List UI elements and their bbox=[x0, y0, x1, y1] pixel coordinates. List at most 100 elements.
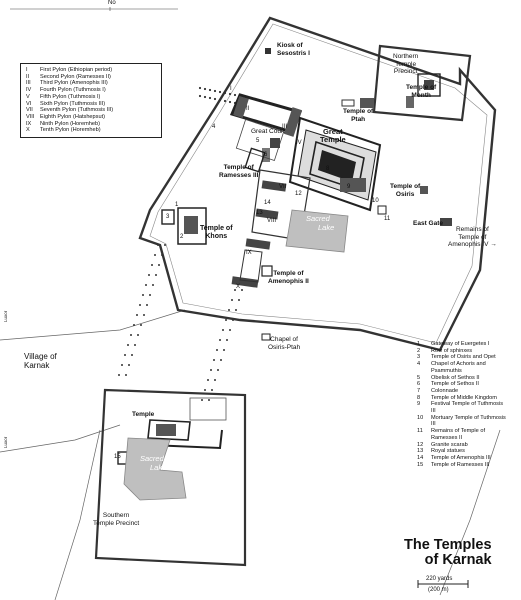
number-key-key bbox=[417, 368, 431, 375]
number-key-row: 14 Temple of Amenophis III bbox=[417, 455, 517, 462]
marker-15: 15 bbox=[114, 454, 121, 460]
temple-of-khons bbox=[161, 207, 207, 245]
number-key-row: Psammuthis bbox=[417, 368, 517, 375]
pylon-i: I bbox=[230, 86, 232, 92]
pylon-key-row: IV Fourth Pylon (Tuthmosis I) bbox=[26, 87, 156, 94]
marker-2: 2 bbox=[180, 234, 184, 240]
pylon-key-key: I bbox=[26, 67, 28, 73]
scale-bar bbox=[417, 580, 469, 588]
temple-of-ptah bbox=[360, 98, 374, 108]
pylon-x: X bbox=[236, 284, 241, 290]
number-key-key: 5 bbox=[417, 374, 421, 381]
roads bbox=[0, 309, 501, 600]
southern-precinct-wall bbox=[94, 388, 247, 567]
marker-3: 3 bbox=[166, 214, 170, 220]
pylon-key-value: Tenth Pylon (Horemheb) bbox=[40, 127, 101, 134]
number-key-key bbox=[417, 435, 431, 442]
pylon-key-value: Sixth Pylon (Tuthmosis III) bbox=[40, 100, 106, 107]
number-key-value: Royal statues bbox=[431, 448, 465, 455]
scale-metres: (200 m) bbox=[428, 587, 449, 593]
number-key-key: 8 bbox=[417, 394, 421, 401]
pylon-key-key: VIII bbox=[26, 113, 35, 120]
number-key-row: 2 Row of sphinxes bbox=[417, 348, 517, 355]
number-key-value: Obelisk of Sethos II bbox=[431, 374, 480, 381]
pylon-ii: II bbox=[246, 106, 250, 112]
number-key-key bbox=[417, 408, 431, 415]
amun-precinct-wall bbox=[138, 16, 497, 352]
scale-yards: 220 yards bbox=[426, 576, 453, 582]
number-key-row: 5 Obelisk of Sethos II bbox=[417, 375, 517, 382]
number-key-key: 13 bbox=[417, 448, 424, 455]
great-temple bbox=[229, 93, 382, 212]
number-key-key: 3 bbox=[417, 354, 421, 361]
pylon-key-row: III Third Pylon (Amenophis III) bbox=[26, 80, 156, 87]
pylon-key-row: X Tenth Pylon (Horemheb) bbox=[26, 127, 156, 134]
number-key-value: Remains of Temple of bbox=[431, 428, 485, 435]
number-key-key: 9 bbox=[417, 401, 421, 408]
marker-11: 11 bbox=[384, 216, 391, 222]
number-key-key: 14 bbox=[417, 454, 424, 461]
number-key-value: Gateway of Euergetes I bbox=[431, 341, 490, 347]
number-key-row: III bbox=[417, 421, 517, 428]
kiosk-sesostris bbox=[265, 48, 271, 54]
pylon-key-value: Fourth Pylon (Tuthmosis I) bbox=[40, 87, 106, 94]
number-key-value: Temple of Amenophis III bbox=[431, 454, 491, 461]
pylon-key-key: X bbox=[26, 127, 30, 134]
pylon-key-key: V bbox=[26, 93, 30, 100]
number-key-row: 3 Temple of Osiris and Opet bbox=[417, 354, 517, 361]
pylon-key-key: III bbox=[26, 80, 31, 87]
pylon-key-key: VI bbox=[26, 100, 32, 107]
pylon-key-value: Seventh Pylon (Tuthmosis III) bbox=[40, 107, 114, 114]
pylon-iii: III bbox=[282, 124, 288, 130]
southern-temple bbox=[117, 397, 227, 465]
pylon-key-value: Second Pylon (Ramesses II) bbox=[40, 73, 111, 80]
number-key-value: Temple of Sethos II bbox=[431, 381, 479, 388]
marker-8: 8 bbox=[326, 166, 330, 172]
label-road-luxor-1: Luxor bbox=[3, 310, 8, 322]
marker-1: 1 bbox=[175, 202, 179, 208]
number-key-value: Festival Temple of Tuthmosis bbox=[431, 401, 504, 408]
number-key-key: 4 bbox=[417, 361, 421, 368]
pylon-ix: IX bbox=[246, 250, 252, 256]
number-key-row: 13 Royal statues bbox=[417, 448, 517, 455]
marker-6: 6 bbox=[264, 152, 268, 158]
number-key-row: III bbox=[417, 408, 517, 415]
number-key-key: 2 bbox=[417, 347, 421, 354]
pylon-key-row: VIII Eighth Pylon (Hatshepsut) bbox=[26, 114, 156, 121]
southern-axis bbox=[231, 169, 311, 288]
pylon-key-value: Third Pylon (Amenophis III) bbox=[40, 80, 108, 87]
label-road-luxor-2: Luxor bbox=[3, 436, 8, 448]
number-key-value: Row of sphinxes bbox=[431, 347, 473, 354]
pylon-key-value: Fifth Pylon (Tuthmosis I) bbox=[40, 93, 101, 100]
north-label: No bbox=[108, 0, 116, 6]
number-key-value: Temple of Osiris and Opet bbox=[431, 354, 496, 361]
pylon-key-value: Eighth Pylon (Hatshepsut) bbox=[40, 113, 105, 120]
pylon-key-value: Ninth Pylon (Horemheb) bbox=[40, 120, 101, 127]
temple-of-month bbox=[417, 73, 441, 97]
number-key-key: 12 bbox=[417, 441, 424, 448]
label-great-court: Great Court bbox=[251, 128, 285, 135]
marker-13: 13 bbox=[256, 210, 263, 216]
pylon-viii: VIII bbox=[267, 218, 277, 224]
pylon-key-key: IV bbox=[26, 87, 32, 94]
label-southern-temple: Temple bbox=[132, 411, 155, 418]
east-gate bbox=[440, 218, 452, 226]
number-key-value: Mortuary Temple of Tuthmosis bbox=[431, 414, 506, 421]
number-key-row: Ramesses II bbox=[417, 435, 517, 442]
